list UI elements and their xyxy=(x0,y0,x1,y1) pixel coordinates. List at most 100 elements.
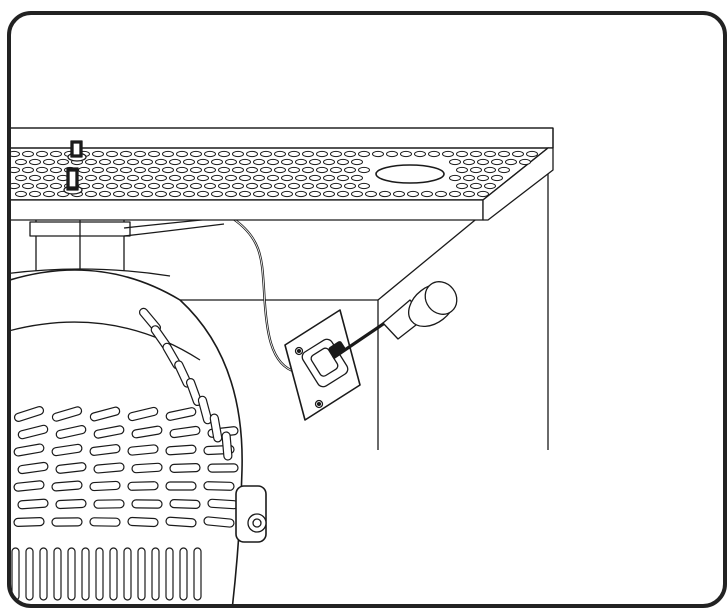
shelf-hole xyxy=(323,158,335,166)
vent-slot xyxy=(25,547,34,601)
shelf-hole xyxy=(50,166,62,174)
shelf-hole xyxy=(148,150,160,158)
shelf-hole xyxy=(22,150,34,158)
shelf-hole xyxy=(372,150,384,158)
shelf-hole xyxy=(218,166,230,174)
shelf-hole xyxy=(456,150,468,158)
vent-slot xyxy=(131,425,163,439)
shelf-hole xyxy=(127,190,139,198)
vent-slot xyxy=(165,407,197,421)
shelf-hole xyxy=(218,150,230,158)
vent-slot xyxy=(17,498,49,510)
shelf-hole xyxy=(85,158,97,166)
shelf-hole xyxy=(29,174,41,182)
shelf-hole xyxy=(435,190,447,198)
shelf-hole xyxy=(274,150,286,158)
vent-slot xyxy=(13,517,45,527)
shelf-hole xyxy=(491,174,503,182)
vent-slot xyxy=(165,444,197,456)
perforated-shelf xyxy=(9,127,554,221)
shelf-hole xyxy=(302,166,314,174)
shelf-hole xyxy=(36,150,48,158)
vent-slot xyxy=(17,461,49,475)
shelf-hole xyxy=(43,158,55,166)
shelf-hole xyxy=(29,158,41,166)
shelf-hole xyxy=(78,166,90,174)
shelf-hole xyxy=(316,166,328,174)
shelf-hole xyxy=(302,182,314,190)
vent-slot xyxy=(165,547,174,601)
shelf-hole xyxy=(393,190,405,198)
shelf-hole xyxy=(232,166,244,174)
shelf-hole xyxy=(407,190,419,198)
screwdriver xyxy=(328,281,458,360)
shelf-hole xyxy=(15,190,27,198)
shelf-hole xyxy=(358,182,370,190)
vent-slot xyxy=(89,406,121,422)
shelf-hole xyxy=(36,182,48,190)
shelf-hole xyxy=(491,158,503,166)
shelf-hole xyxy=(15,158,27,166)
shelf-hole xyxy=(218,182,230,190)
shelf-hole xyxy=(120,182,132,190)
shelf-hole xyxy=(9,182,20,190)
shelf-hole xyxy=(484,150,496,158)
shelf-hole xyxy=(190,182,202,190)
vent-slot xyxy=(169,463,201,473)
shelf-hole xyxy=(505,158,517,166)
shelf-hole xyxy=(400,150,412,158)
vent-slot xyxy=(123,547,132,601)
vent-slot xyxy=(197,395,213,425)
shelf-hole xyxy=(197,190,209,198)
shelf-hole xyxy=(211,158,223,166)
shelf-hole xyxy=(22,166,34,174)
vent-slot xyxy=(127,406,159,422)
vent-slot xyxy=(165,481,197,491)
shelf-hole xyxy=(85,174,97,182)
shelf-hole xyxy=(204,150,216,158)
vent-slot xyxy=(67,547,76,601)
vent-slot xyxy=(95,547,104,601)
shelf-hole xyxy=(344,182,356,190)
shelf-hole xyxy=(484,182,496,190)
shelf-hole xyxy=(183,158,195,166)
shelf-hole xyxy=(239,158,251,166)
shelf-hole xyxy=(106,166,118,174)
shelf-hole xyxy=(9,166,20,174)
shelf-hole xyxy=(92,150,104,158)
shelf-hole xyxy=(477,158,489,166)
reflector-vents xyxy=(11,307,239,601)
vent-slot xyxy=(55,498,87,510)
vent-slot xyxy=(55,462,87,474)
shelf-hole xyxy=(449,190,461,198)
shelf-hole xyxy=(99,174,111,182)
shelf-hole xyxy=(120,166,132,174)
bracket-plate xyxy=(284,309,361,421)
vent-slot xyxy=(53,547,62,601)
vent-slot xyxy=(51,480,83,492)
shelf-hole xyxy=(253,174,265,182)
vent-slot xyxy=(151,547,160,601)
shelf-hole xyxy=(232,150,244,158)
shelf-hole xyxy=(92,166,104,174)
vent-slot xyxy=(127,516,159,528)
shelf-hole xyxy=(134,182,146,190)
shelf-hole xyxy=(323,174,335,182)
shelf-hole xyxy=(50,150,62,158)
shelf-hole xyxy=(512,150,524,158)
mounting-bolts xyxy=(63,140,87,195)
shelf-hole xyxy=(288,182,300,190)
shelf-hole xyxy=(470,166,482,174)
shelf-hole xyxy=(365,190,377,198)
shelf-hole xyxy=(274,182,286,190)
vent-slot xyxy=(179,547,188,601)
shelf-hole xyxy=(155,190,167,198)
shelf-hole xyxy=(449,174,461,182)
vent-slot xyxy=(131,499,163,509)
shelf-hole xyxy=(281,190,293,198)
shelf-hole xyxy=(316,182,328,190)
vent-slot xyxy=(51,443,83,457)
shelf-hole xyxy=(309,158,321,166)
shelf-hole xyxy=(120,150,132,158)
